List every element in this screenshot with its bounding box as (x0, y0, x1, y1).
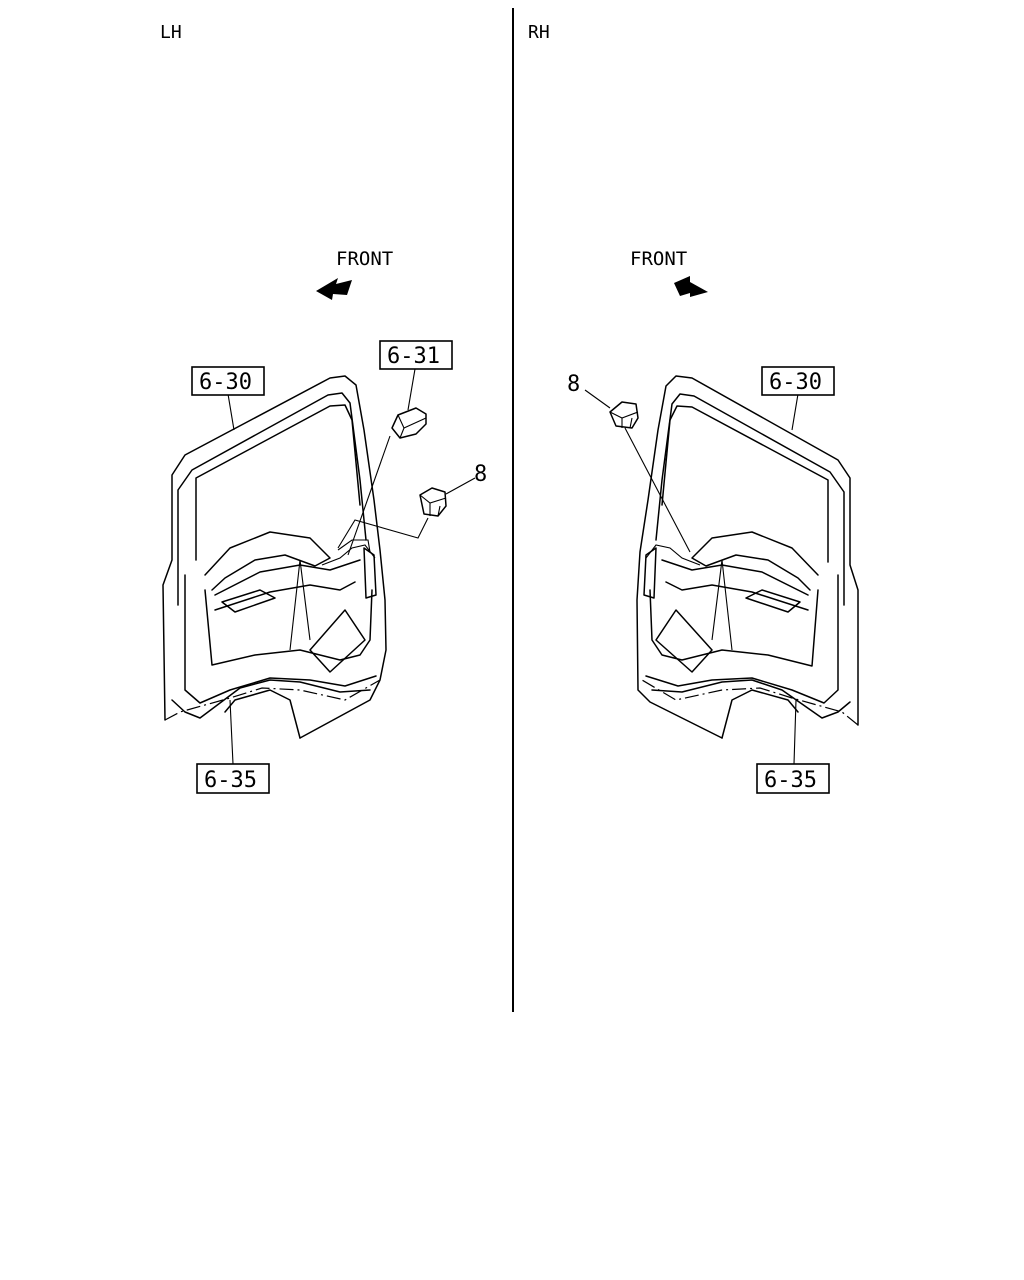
rh-callout-6-30-box (761, 366, 835, 396)
side-label-rh: RH (528, 22, 550, 43)
rh-front-label: FRONT (630, 248, 687, 270)
rh-clip-8 (609, 401, 639, 429)
lh-callout-6-31-box (379, 340, 453, 370)
rh-front-arrow-icon (674, 276, 708, 297)
rh-callout-6-30: 6-30 (769, 370, 822, 395)
lh-callout-6-30: 6-30 (199, 370, 252, 395)
lh-clip-8 (419, 487, 447, 517)
rh-callout-6-35-box (756, 763, 830, 794)
lh-part-6-31 (391, 407, 427, 439)
lh-door-assembly (162, 375, 387, 739)
lh-callout-8: 8 (474, 462, 487, 487)
lh-callout-6-35: 6-35 (204, 768, 257, 793)
lh-front-label: FRONT (336, 248, 393, 270)
side-label-lh: LH (160, 22, 182, 43)
lh-callout-6-30-box (191, 366, 265, 396)
rh-view: FRONT (567, 248, 859, 794)
lh-callout-6-35-box (196, 763, 270, 794)
lh-callout-6-31: 6-31 (387, 344, 440, 369)
rh-callout-8: 8 (567, 372, 580, 397)
rh-callout-6-35: 6-35 (764, 768, 817, 793)
rh-door-assembly (636, 375, 859, 739)
lh-front-arrow-icon (316, 278, 352, 300)
lh-view: FRONT (162, 248, 487, 794)
